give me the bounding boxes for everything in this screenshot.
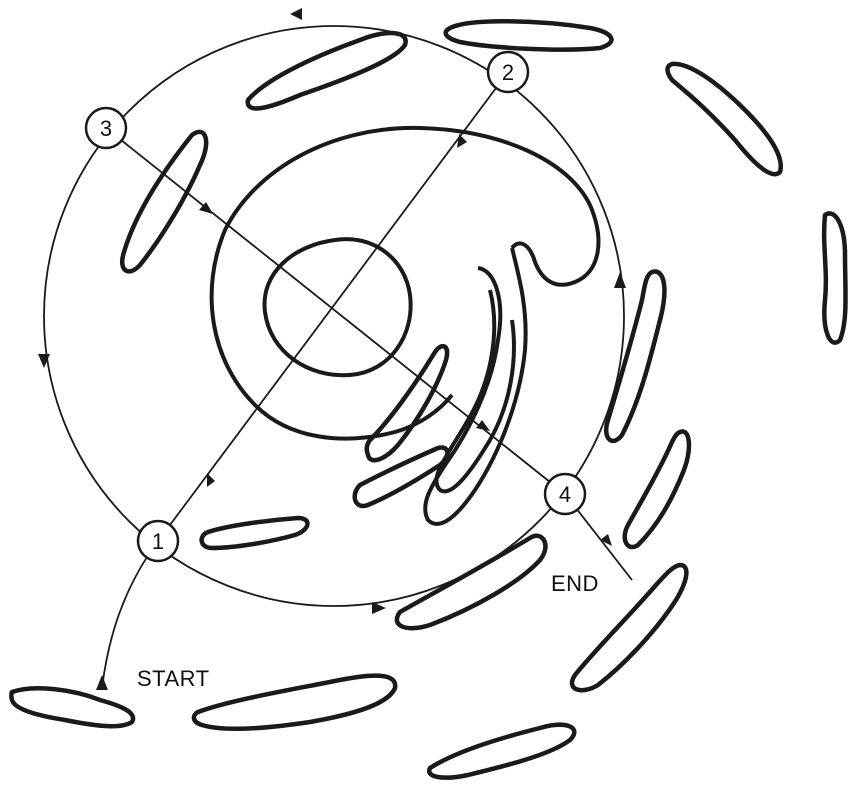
rain-band <box>122 132 206 272</box>
rain-band <box>625 431 689 547</box>
arrow-head <box>614 272 626 288</box>
rain-band <box>824 213 845 342</box>
waypoint-1: 1 <box>138 521 178 561</box>
waypoint-1-label: 1 <box>152 529 164 554</box>
rain-band <box>606 272 664 441</box>
arrow-head <box>290 8 302 20</box>
circular-track <box>44 26 624 606</box>
rain-band <box>367 346 447 460</box>
rain-band <box>446 21 612 49</box>
rain-band <box>397 536 546 628</box>
eye-boundary <box>265 239 411 375</box>
arrow-head <box>600 534 612 546</box>
end-label: END <box>551 571 599 596</box>
rain-band <box>11 688 133 726</box>
arrow-head <box>476 420 490 431</box>
arrow-head <box>372 602 386 614</box>
waypoint-3-label: 3 <box>100 116 112 141</box>
waypoint-4-label: 4 <box>559 482 571 507</box>
arrow-head <box>457 134 467 148</box>
waypoint-4: 4 <box>545 474 585 514</box>
rain-band <box>194 676 395 729</box>
waypoint-2-label: 2 <box>502 60 514 85</box>
waypoint-2: 2 <box>488 52 528 92</box>
rain-band <box>202 518 308 548</box>
waypoint-3: 3 <box>86 108 126 148</box>
rain-band <box>668 64 781 174</box>
rain-bands <box>11 21 845 777</box>
arrow-head <box>96 675 108 690</box>
rain-band <box>429 725 574 778</box>
arrow-head <box>207 473 215 487</box>
start-label: START <box>137 666 210 691</box>
rain-band <box>248 33 406 108</box>
flight-track <box>44 26 632 688</box>
